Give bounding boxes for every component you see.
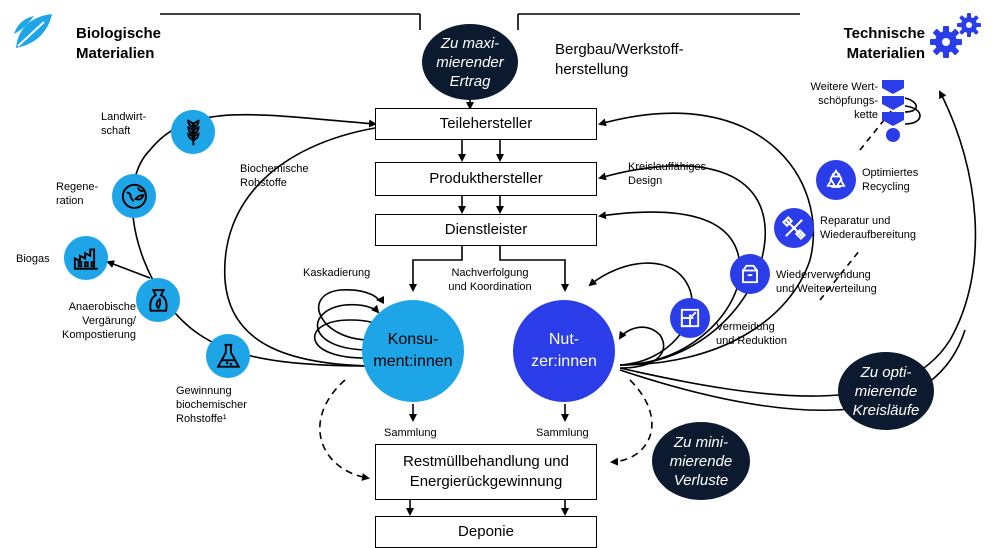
value-chain-label: Weitere Wert-schöpfungs-kette xyxy=(810,81,878,121)
recycle-icon xyxy=(816,160,856,200)
wheat-icon xyxy=(171,110,215,154)
consumers-circle: Konsu-ment:innen xyxy=(362,300,464,402)
regeneration-label: Regene-ration xyxy=(56,181,99,207)
reuse-box-icon xyxy=(730,254,770,294)
users-circle: Nut-zer:innen xyxy=(513,300,615,402)
collection-label-1: Sammlung xyxy=(384,427,437,439)
reduce-icon xyxy=(670,298,710,338)
product-manufacturer-box: Produkthersteller xyxy=(375,162,597,196)
tools-icon xyxy=(774,208,814,248)
factory-icon xyxy=(64,236,108,280)
collection-label-2: Sammlung xyxy=(536,427,589,439)
leaf-logo xyxy=(12,12,54,52)
biogas-label: Biogas xyxy=(16,253,50,265)
cascading-label: Kaskadierung xyxy=(303,267,371,279)
landfill-box: Deponie xyxy=(375,516,597,548)
chain-icon xyxy=(880,78,906,144)
globe-leaf-icon xyxy=(112,174,156,218)
agriculture-label: Landwirt-schaft xyxy=(101,111,147,137)
tech-header: Technische Materialien xyxy=(843,25,925,62)
flask-icon xyxy=(206,334,250,378)
mining-label: Bergbau/Werkstoff-herstellung xyxy=(555,41,684,78)
bio-header: Biologische Materialien xyxy=(76,25,162,62)
service-provider-box: Dienstleister xyxy=(375,214,597,246)
compost-bag-icon xyxy=(136,278,180,322)
parts-manufacturer-box: Teilehersteller xyxy=(375,108,597,140)
gear-icon xyxy=(930,12,984,58)
